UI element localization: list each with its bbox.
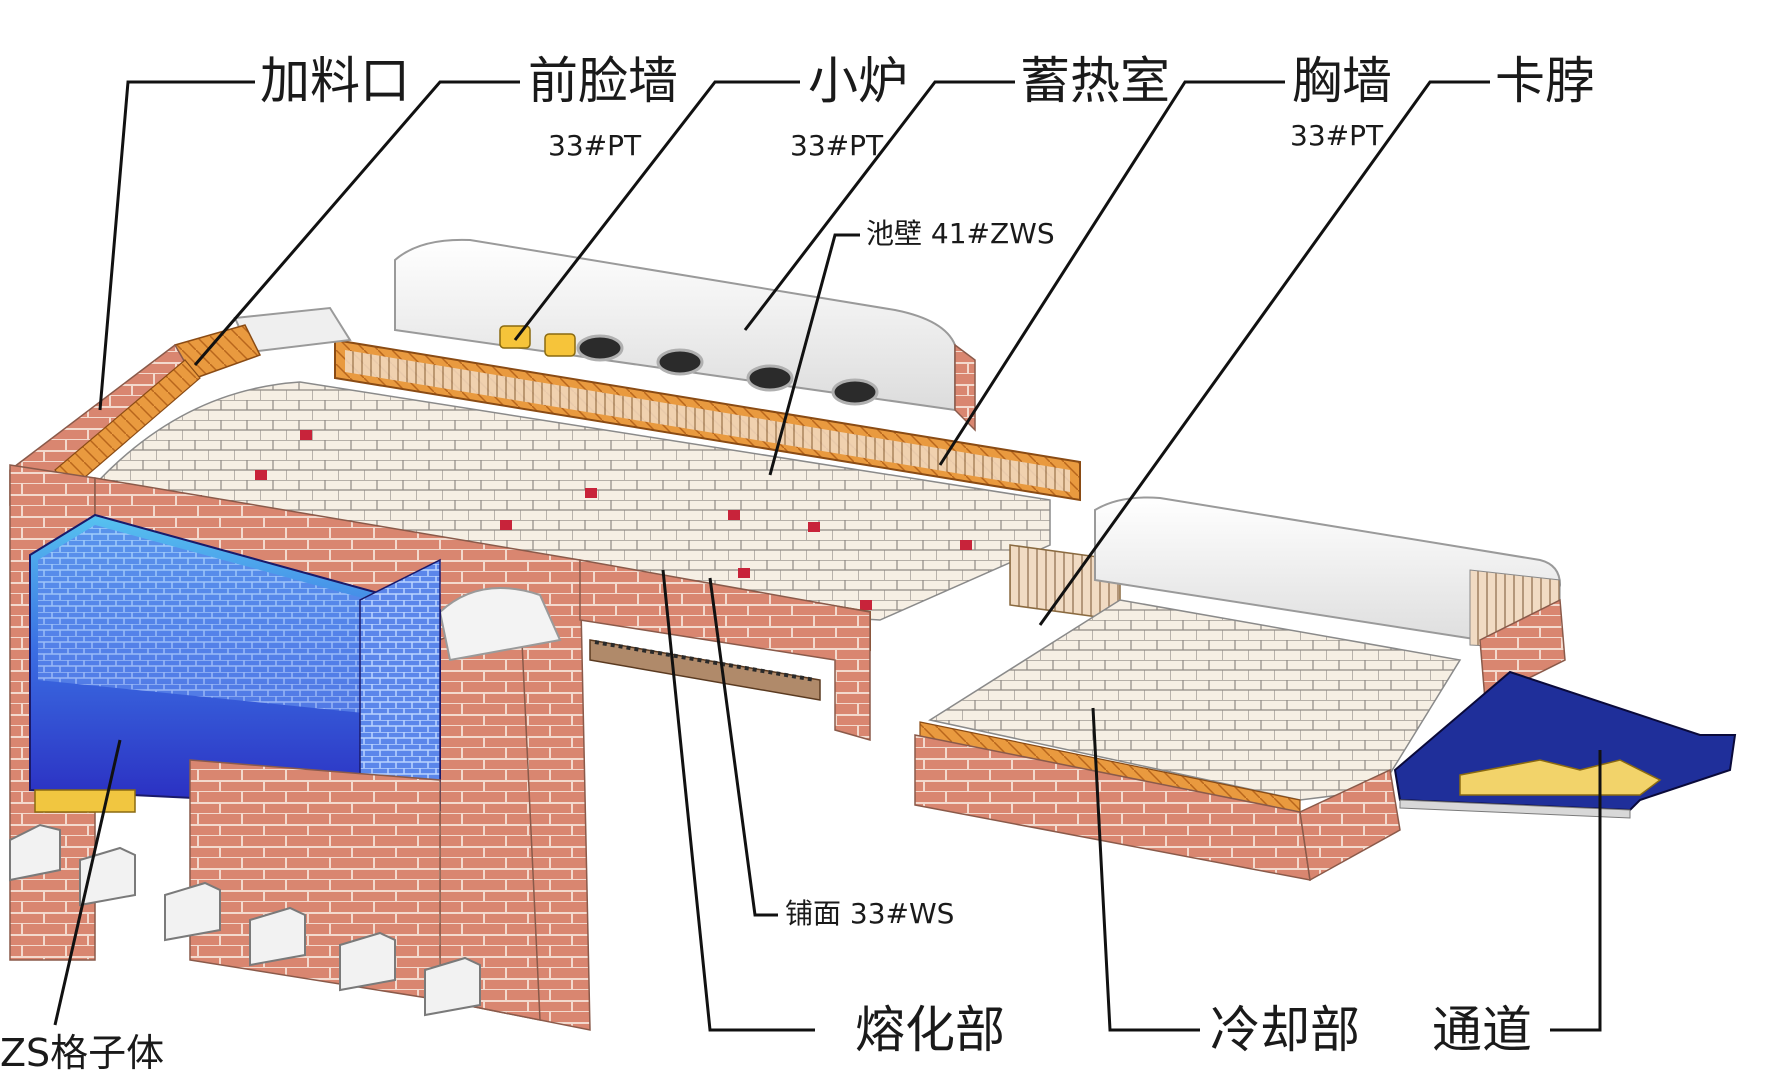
label-neck: 卡脖 [1495, 52, 1595, 110]
label-port-material: 33#PT [790, 129, 884, 162]
leader-side-wall [768, 233, 860, 476]
back-breast-wall [334, 338, 1081, 502]
leader-lines [53, 80, 1602, 1032]
flue-openings [9, 823, 481, 1017]
leader-melting-end [661, 569, 815, 1032]
charging-end [9, 306, 352, 506]
leader-forehearth [1550, 750, 1602, 1032]
leader-neck [1038, 80, 1490, 626]
regenerator-crown [394, 238, 976, 432]
label-melting-end: 熔化部 [855, 1001, 1005, 1059]
leader-front-wall [193, 80, 520, 366]
label-breast-wall-material: 33#PT [1290, 119, 1384, 152]
throat-strip [589, 639, 821, 701]
label-side-wall: 池壁 41#ZWS [866, 217, 1055, 250]
leader-checker [53, 739, 122, 1026]
label-front-wall-material: 33#PT [548, 129, 642, 162]
forehearth [1393, 670, 1737, 819]
label-charging-port: 加料口 [260, 52, 410, 110]
leader-port [513, 80, 800, 341]
label-checker: ZS格子体 [0, 1031, 165, 1075]
leader-charging-port [98, 80, 255, 411]
working-end [914, 496, 1566, 882]
label-paving: 铺面 33#WS [785, 897, 955, 930]
label-front-wall: 前脸墙 [528, 52, 678, 110]
label-breast-wall: 胸墙 [1292, 52, 1392, 110]
leader-paving [708, 577, 778, 917]
leader-working-end [1091, 707, 1200, 1032]
label-working-end: 冷却部 [1210, 1001, 1360, 1059]
leader-regenerator [743, 80, 1015, 331]
label-port: 小炉 [808, 52, 908, 110]
label-forehearth: 通道 [1432, 1001, 1532, 1059]
leader-breast-wall [938, 80, 1285, 466]
label-regenerator: 蓄热室 [1020, 52, 1170, 110]
